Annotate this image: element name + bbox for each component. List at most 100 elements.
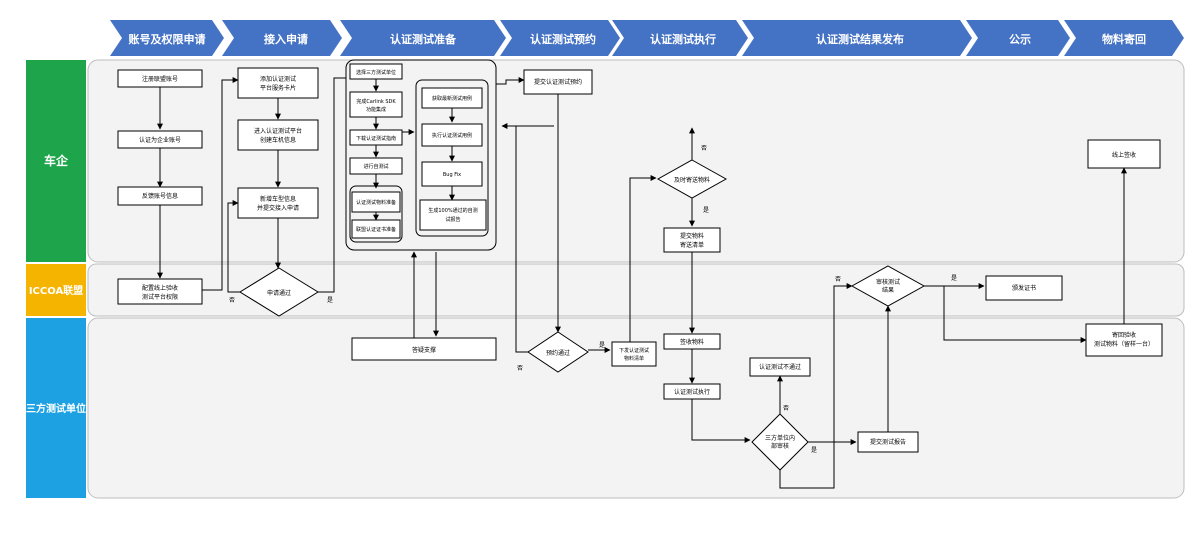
phase-label: 认证测试准备 — [390, 32, 457, 46]
decision-apply-pass — [239, 267, 319, 317]
label-feedback-account: 反馈账号信息 — [142, 192, 178, 200]
lane-title: ICCOA联盟 — [29, 284, 83, 297]
label-certify-company: 认证为企业账号 — [139, 136, 181, 144]
node-sign-material — [663, 333, 721, 350]
edge-label-yes: 是 — [811, 447, 817, 454]
decision-review-result — [850, 265, 926, 307]
edge-label-no: 否 — [835, 276, 841, 283]
phase-chevron — [612, 20, 748, 56]
label-config-platform-1: 配置线上验收 — [142, 284, 178, 292]
label-gen-report-1: 生成100%通过的自测 — [428, 207, 477, 214]
node-online-sign — [1087, 139, 1161, 169]
label-internal-review-1: 三方单位内 — [765, 434, 795, 442]
label-add-card-2: 平台服务卡片 — [260, 84, 296, 92]
label-qa-support: 答疑支撑 — [412, 346, 436, 354]
label-prepare-cert-book: 联盟认证证书准备 — [356, 226, 396, 233]
phase-label: 认证测试结果发布 — [816, 32, 904, 46]
label-get-cases: 获取最新测试用例 — [432, 95, 472, 102]
edge-label-yes: 是 — [951, 275, 957, 282]
phase-label: 物料寄回 — [1102, 32, 1146, 46]
phase-chevron — [966, 20, 1070, 56]
node-enter-platform — [237, 119, 319, 151]
label-issue-cert: 颁发证书 — [1012, 284, 1036, 292]
phase-label: 公示 — [1009, 33, 1031, 46]
phase-label: 认证测试执行 — [650, 32, 716, 46]
lane-body-third — [87, 317, 1185, 499]
node-submit-report — [857, 431, 919, 453]
edge-labels: 否 是 否 是 否 是 否 是 否 是 — [229, 145, 957, 454]
node-issue-cert — [985, 275, 1063, 301]
lane-title: 三方测试单位 — [26, 402, 86, 415]
node-labels: 注册联盟账号 认证为企业账号 反馈账号信息 配置线上验收 测试平台权限 添加认证… — [139, 69, 1154, 450]
edge-label-yes: 是 — [703, 207, 709, 214]
edge-label-no: 否 — [517, 365, 523, 372]
node-get-cases — [421, 87, 483, 109]
phase-chevron — [110, 20, 224, 56]
label-review-result-2: 结果 — [882, 286, 894, 294]
edge-label-no: 否 — [229, 297, 235, 304]
label-review-result-1: 审核测试 — [876, 278, 900, 286]
decision-booking-pass — [527, 331, 589, 373]
node-config-platform — [117, 278, 203, 305]
label-add-model-1: 新增车型信息 — [260, 195, 296, 203]
node-issue-list — [611, 341, 657, 367]
node-bug-fix — [421, 161, 483, 187]
edge-label-no: 否 — [701, 145, 707, 152]
label-add-card-1: 添加认证测试 — [260, 75, 296, 83]
label-test-fail: 认证测试不通过 — [759, 363, 801, 371]
node-certify-company — [117, 130, 203, 149]
label-apply-pass: 申请通过 — [267, 289, 291, 297]
phase-chevron — [340, 20, 506, 56]
label-issue-list-1: 下发认证测试 — [619, 347, 649, 354]
node-exec-test — [663, 383, 721, 400]
label-self-test: 进行自测试 — [363, 163, 388, 170]
label-sign-material: 签收物料 — [680, 338, 704, 346]
decision-internal-review — [751, 413, 809, 471]
label-internal-review-2: 部审核 — [771, 442, 789, 450]
phase-label: 认证测试预约 — [530, 32, 596, 46]
node-prepare-material — [351, 191, 401, 213]
label-submit-material-1: 提交物料 — [680, 232, 704, 240]
node-qa-support — [351, 337, 497, 361]
label-enter-platform-1: 进入认证测试平台 — [254, 127, 302, 135]
label-config-platform-2: 测试平台权限 — [142, 293, 178, 301]
node-carlink-sdk — [349, 91, 403, 118]
label-run-cases: 执行认证测试用例 — [432, 132, 472, 139]
decision-ship — [656, 159, 728, 199]
label-booking-pass: 预约通过 — [546, 349, 570, 357]
label-submit-report: 提交测试报告 — [870, 438, 906, 446]
label-carlink-sdk-1: 完成Carlink SDK — [356, 98, 396, 105]
lane-body-iccoa — [87, 263, 1185, 317]
label-online-sign: 线上签收 — [1112, 151, 1136, 159]
phase-chevron — [1064, 20, 1184, 56]
node-add-card — [237, 67, 319, 99]
node-prepare-cert-book — [351, 219, 401, 239]
node-gen-report — [419, 199, 487, 231]
connectors — [157, 77, 1127, 489]
label-exec-test: 认证测试执行 — [674, 388, 710, 396]
label-ship-decision: 及时寄送物料 — [674, 176, 710, 184]
label-add-model-2: 并提交接入申请 — [257, 204, 299, 212]
phase-label: 接入申请 — [264, 32, 308, 46]
node-add-model — [237, 187, 319, 219]
node-submit-booking — [523, 69, 593, 95]
node-run-cases — [421, 123, 483, 147]
node-register — [117, 69, 203, 88]
node-download-guide — [349, 129, 403, 146]
label-return-material-2: 测试物料（留样一台） — [1094, 340, 1154, 348]
node-test-fail — [749, 357, 811, 377]
label-carlink-sdk-2: 功能集成 — [366, 106, 386, 113]
node-return-material — [1085, 323, 1163, 357]
lane-title: 车企 — [44, 153, 69, 168]
label-submit-booking: 提交认证测试预约 — [534, 78, 582, 86]
label-gen-report-2: 试报告 — [445, 216, 460, 223]
phase-chevron — [222, 20, 342, 56]
prep-group — [345, 59, 497, 251]
label-register: 注册联盟账号 — [142, 75, 178, 83]
node-self-test — [349, 157, 403, 175]
node-submit-material — [663, 227, 721, 253]
label-enter-platform-2: 创建车机信息 — [260, 136, 296, 144]
self-test-group — [415, 79, 489, 237]
node-feedback-account — [117, 186, 203, 206]
